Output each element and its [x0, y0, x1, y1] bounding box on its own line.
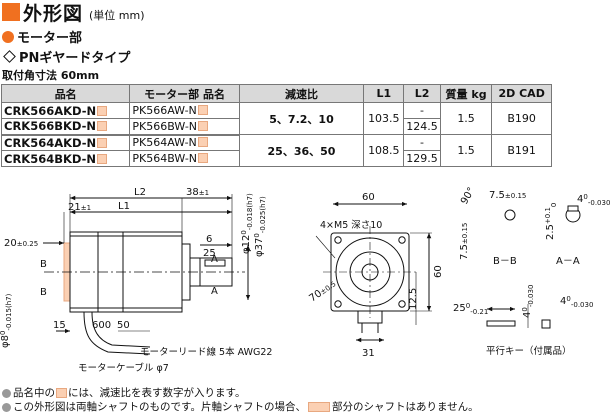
motor-cable-label: モーターケーブル φ7	[78, 362, 169, 374]
table-row: CRK566BKD-N PK566BW-N 124.5	[0, 118, 552, 136]
model-cell: CRK564BKD-N	[0, 150, 131, 167]
cad-cell: B191	[491, 134, 552, 167]
section-pn-geared: PNギヤードタイプ	[2, 47, 130, 66]
placeholder-box	[198, 153, 209, 163]
table-row: CRK564AKD-N PK564AW-N 25、36、50 108.5 - 1…	[0, 134, 552, 167]
l1-cell: 108.5	[363, 134, 405, 167]
mass-cell: 1.5	[439, 102, 493, 135]
footnote-1: 品名中の には、減速比を表す数字が入ります。	[2, 386, 479, 400]
placeholder-box	[198, 120, 209, 131]
dim-phi12: φ120-0.018(h7)	[240, 193, 254, 254]
motor-cell: PK566BW-N	[129, 118, 240, 136]
front-view	[323, 226, 418, 333]
dim-l1: L1	[118, 201, 130, 212]
table-row: CRK564BKD-N PK564BW-N 129.5	[0, 150, 552, 167]
dim-50: 50	[117, 320, 130, 331]
orange-dot-icon	[2, 30, 14, 43]
dim-4b: 40-0.030	[521, 285, 535, 318]
motor-cell: PK564BW-N	[129, 150, 240, 167]
section-mark-b2: B	[40, 287, 47, 298]
grey-dot-icon	[2, 402, 11, 412]
dim-31: 31	[362, 348, 375, 359]
dim-20: 20±0.25	[4, 238, 38, 249]
parallel-key-label: 平行キー（付属品）	[486, 345, 572, 357]
section-aa-label: A－A	[556, 256, 580, 267]
dim-38: 38±1	[186, 187, 209, 198]
model-cell: CRK564AKD-N	[0, 134, 131, 151]
dim-15: 15	[53, 320, 66, 331]
dim-l2: L2	[134, 187, 146, 198]
section-pn-geared-label: PNギヤードタイプ	[19, 51, 131, 66]
dim-phi37: φ370-0.025(h7)	[253, 196, 267, 257]
table-header-row: 品名 モーター部 品名 減速比 L1 L2 質量 kg 2D CAD	[0, 84, 552, 103]
spec-table: 品名 モーター部 品名 減速比 L1 L2 質量 kg 2D CAD CRK56…	[0, 84, 552, 167]
shaft-highlight-box	[307, 402, 330, 412]
dim-60-side: 60	[433, 265, 444, 278]
section-bb-label: B－B	[493, 256, 517, 267]
placeholder-box	[97, 153, 108, 164]
dim-25-key: 250-0.21	[453, 302, 488, 316]
dim-6: 6	[206, 234, 212, 245]
col-header: モーター部 品名	[129, 84, 240, 103]
model-cell: CRK566AKD-N	[0, 102, 131, 119]
placeholder-box	[56, 388, 67, 398]
table-row: CRK566AKD-N PK566AW-N 5、7.2、10 103.5 - 1…	[0, 102, 552, 135]
col-header: 品名	[0, 84, 131, 103]
l2-cell: 129.5	[403, 150, 441, 167]
page-title: 外形図	[23, 2, 84, 25]
col-header: L2	[403, 84, 441, 103]
section-motor: モーター部	[2, 27, 82, 46]
dim-600: 600	[92, 320, 111, 331]
section-motor-label: モーター部	[17, 31, 83, 46]
ratio-cell: 25、36、50	[238, 134, 365, 167]
placeholder-box	[97, 121, 108, 132]
section-mark-b: B	[40, 259, 47, 270]
dim-12-5: 12.5	[408, 288, 419, 310]
dim-60-top: 60	[362, 192, 375, 203]
footnote-2: この外形図は両軸シャフトのものです。片軸シャフトの場合、 部分のシャフトはありま…	[2, 400, 479, 414]
dim-2-5: 2.5+0.10	[544, 203, 558, 240]
placeholder-box	[197, 105, 208, 115]
footnotes: 品名中の には、減速比を表す数字が入ります。 この外形図は両軸シャフトのものです…	[2, 386, 479, 414]
dim-7-5b: 7.5±0.15	[459, 223, 470, 260]
lead-wire-label: モーターリード線 5本 AWG22	[140, 346, 272, 358]
placeholder-box	[197, 137, 208, 148]
parallel-key	[486, 320, 516, 327]
dim-phi8: φ80-0.015(h7)	[0, 293, 13, 348]
col-header: 減速比	[238, 84, 365, 103]
tapped-holes-label: 4×M5 深さ10	[320, 220, 382, 231]
placeholder-box	[97, 137, 108, 148]
cad-cell: B190	[491, 102, 552, 135]
dim-4c: 40-0.030	[560, 295, 593, 309]
unit-label: (単位 mm)	[89, 8, 145, 22]
side-view	[44, 231, 245, 355]
section-mark-a: A	[211, 254, 218, 265]
motor-cell: PK564AW-N	[129, 134, 240, 151]
dim-21: 21±1	[68, 202, 91, 213]
key-end-view	[541, 319, 551, 329]
section-mark-a2: A	[211, 286, 218, 297]
orange-square-icon	[2, 3, 20, 21]
page-header: 外形図 (単位 mm)	[2, 1, 145, 25]
l1-cell: 103.5	[363, 102, 405, 135]
ratio-cell: 5、7.2、10	[238, 102, 365, 135]
section-views	[504, 205, 581, 223]
dim-25: 25	[203, 248, 216, 259]
dim-7-5a: 7.5±0.15	[489, 190, 526, 201]
dim-4a: 40-0.030	[577, 193, 610, 207]
dim-90deg: 90°	[459, 186, 477, 207]
dim-70: 70±0.5	[307, 278, 338, 304]
placeholder-box	[97, 105, 108, 116]
model-cell: CRK566BKD-N	[0, 118, 131, 136]
grey-dot-icon	[2, 388, 11, 398]
mounting-size: 取付角寸法 60mm	[2, 69, 100, 82]
col-header: L1	[363, 84, 405, 103]
